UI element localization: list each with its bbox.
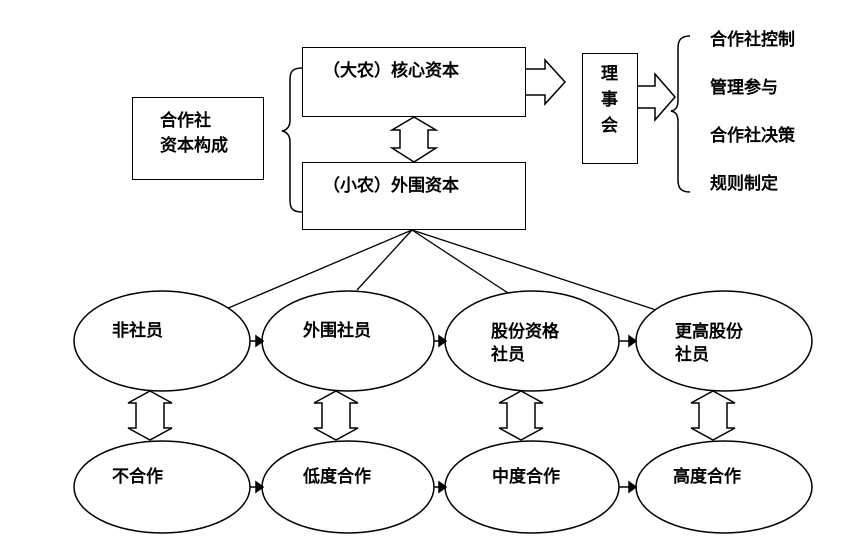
core-to-board-arrow xyxy=(522,58,567,106)
left-brace xyxy=(281,67,303,213)
fan-line-4 xyxy=(411,229,657,311)
core-capital-label: （大农）核心资本 xyxy=(323,61,459,81)
capital-structure-label-line1: 合作社 xyxy=(160,111,211,131)
cooperation-level-3-label: 中度合作 xyxy=(492,467,560,487)
member-stage-1-label: 非社员 xyxy=(112,321,163,341)
core-capital-box: （大农）核心资本 xyxy=(302,47,526,117)
board-power-rules: 规则制定 xyxy=(710,174,778,194)
board-char-3: 会 xyxy=(601,116,618,136)
board-char-2: 事 xyxy=(601,90,618,110)
fan-line-3 xyxy=(411,229,509,294)
board-box: 理 事 会 xyxy=(582,53,638,164)
cooperation-level-1-label: 不合作 xyxy=(112,467,163,487)
capital-structure-box: 合作社 资本构成 xyxy=(132,97,264,180)
cooperation-level-2-label: 低度合作 xyxy=(303,467,371,487)
board-power-management: 管理参与 xyxy=(710,78,778,98)
board-char-1: 理 xyxy=(601,64,618,84)
member-stage-2-label: 外围社员 xyxy=(303,321,371,341)
peripheral-capital-box: （小农）外围资本 xyxy=(302,162,526,230)
cooperation-level-4-label: 高度合作 xyxy=(673,467,741,487)
capital-structure-label-line2: 资本构成 xyxy=(160,136,228,156)
board-power-control: 合作社控制 xyxy=(710,30,795,50)
fan-line-2 xyxy=(356,229,413,291)
core-peripheral-double-arrow xyxy=(389,116,439,163)
member-stage-4-label-line1: 更高股份 xyxy=(675,322,743,342)
member-progress-arrows xyxy=(250,334,638,348)
member-stage-3-label-line2: 社员 xyxy=(491,345,525,365)
cooperation-progress-arrows xyxy=(250,480,638,494)
right-brace xyxy=(670,35,691,193)
board-power-decision: 合作社决策 xyxy=(710,126,795,146)
fan-line-1 xyxy=(225,229,413,310)
board-to-powers-arrow xyxy=(634,71,676,123)
member-stage-3-label-line1: 股份资格 xyxy=(491,322,559,342)
peripheral-capital-label: （小农）外围资本 xyxy=(323,176,459,196)
row-link-double-arrows xyxy=(127,390,736,441)
member-stage-4-label-line2: 社员 xyxy=(675,345,709,365)
